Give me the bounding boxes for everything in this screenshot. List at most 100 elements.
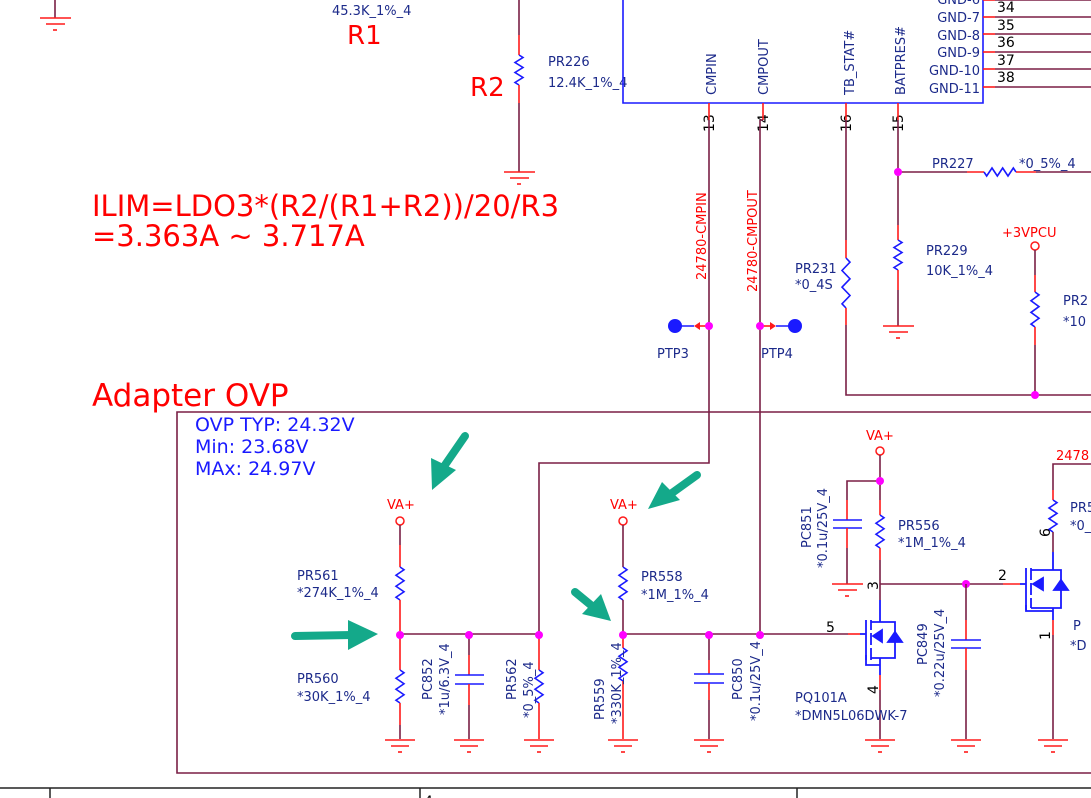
- ovp-max: MAx: 24.97V: [195, 458, 315, 480]
- pr556-ref: PR556: [898, 519, 940, 534]
- pr226-ref: PR226: [548, 55, 590, 70]
- pr559-value: *330K_1%_4: [610, 642, 625, 724]
- pin-label-gnd: GND-10: [929, 64, 980, 79]
- pr5x-resistor: [1047, 499, 1059, 533]
- test-point-ptp4[interactable]: [756, 319, 802, 333]
- pq101a-value: *DMN5L06DWK-7: [795, 709, 908, 724]
- junction: [756, 631, 764, 639]
- pr558-resistor: [617, 566, 629, 601]
- ground-symbol: [951, 739, 981, 753]
- annotation-arrow: [431, 432, 469, 490]
- pq101b-value: *D: [1070, 639, 1087, 654]
- pc849-ref: PC849: [916, 623, 931, 665]
- pr231-ref: PR231: [795, 262, 837, 277]
- pr231-value: *0_4S: [795, 278, 833, 293]
- net-label-2478: 2478: [1056, 449, 1089, 464]
- pr2x-ref: PR2: [1063, 294, 1088, 309]
- ground-symbol: [883, 325, 914, 339]
- pin-label-gnd: GND-7: [937, 11, 980, 26]
- pr229-resistor: [892, 239, 904, 271]
- ground-symbol: [385, 739, 415, 753]
- ground-symbol: [608, 739, 638, 753]
- pin-label-cmpin: CMPIN: [705, 53, 720, 95]
- ptp3-label: PTP3: [657, 347, 689, 362]
- pin-number: 4: [866, 685, 882, 694]
- junction: [535, 631, 543, 639]
- pr562-resistor: [533, 669, 545, 704]
- pin-number: 2: [998, 568, 1007, 584]
- junction: [876, 477, 884, 485]
- pr560-value: *30K_1%_4: [297, 690, 370, 705]
- ovp-typ: OVP TYP: 24.32V: [195, 414, 355, 436]
- net-label-cmpout: 24780-CMPOUT: [746, 190, 761, 292]
- pr560-ref: PR560: [297, 672, 339, 687]
- junction: [894, 168, 902, 176]
- pr561-value: *274K_1%_4: [297, 586, 379, 601]
- pq101a-ref: PQ101A: [795, 691, 847, 706]
- pin-number: 14: [756, 114, 772, 132]
- pr227-resistor: [983, 166, 1017, 178]
- pin-label-gnd: GND-8: [937, 29, 980, 44]
- pr558-value: *1M_1%_4: [641, 588, 709, 603]
- mosfet-pq101b: [1020, 552, 1070, 620]
- pr561-resistor: [394, 566, 406, 601]
- r2-tag: R2: [470, 73, 505, 103]
- power-port-va: [395, 516, 405, 526]
- pc850-ref: PC850: [731, 658, 746, 700]
- ground-symbol: [454, 739, 484, 753]
- net-label-va: VA+: [387, 498, 415, 513]
- pin-number: 13: [702, 114, 718, 132]
- pr226-value: 12.4K_1%_4: [548, 76, 627, 91]
- junction: [1031, 391, 1039, 399]
- pr229-ref: PR229: [926, 244, 968, 259]
- ovp-min: Min: 23.68V: [195, 436, 309, 458]
- pr562-value: *0_5%_4: [522, 661, 537, 718]
- pr559-resistor: [617, 647, 629, 682]
- ground-symbol: [40, 0, 71, 31]
- net-label-va: VA+: [866, 429, 894, 444]
- pr231-resistor: [840, 257, 852, 309]
- test-point-ptp3[interactable]: [668, 319, 713, 333]
- charger-ic: CMPIN CMPOUT TB_STAT# BATPRES# GND-6 GND…: [622, 0, 1091, 132]
- pc852-ref: PC852: [421, 658, 436, 700]
- pr227-value: *0_5%_4: [1019, 157, 1076, 172]
- section-title: Adapter OVP: [92, 378, 289, 414]
- net-label-va: VA+: [610, 498, 638, 513]
- pr2x-resistor: [1029, 291, 1041, 328]
- pr226-resistor: [513, 54, 525, 86]
- pin-number: 35: [997, 18, 1015, 34]
- pin-label-cmpout: CMPOUT: [757, 39, 772, 95]
- junction: [705, 631, 713, 639]
- pr229-value: 10K_1%_4: [926, 264, 993, 279]
- pin-label-gnd: GND-11: [929, 82, 980, 97]
- ground-symbol: [504, 171, 535, 185]
- pq101b-ref: P: [1073, 619, 1081, 634]
- pr562-ref: PR562: [505, 658, 520, 700]
- pr560-resistor: [394, 669, 406, 704]
- ground-symbol: [865, 739, 895, 753]
- pr559-ref: PR559: [593, 678, 608, 720]
- pin-number: 16: [839, 114, 855, 132]
- ilim-result: =3.363A ~ 3.717A: [92, 219, 365, 253]
- ptp4-label: PTP4: [761, 347, 793, 362]
- pr5x-ref: PR5: [1070, 501, 1091, 516]
- pr227-ref: PR227: [932, 157, 974, 172]
- pc850-value: *0.1u/25V_4: [749, 641, 764, 721]
- junction: [396, 631, 404, 639]
- pin-label-tb-stat: TB_STAT#: [843, 30, 858, 96]
- pr556-resistor: [874, 514, 886, 549]
- pin-label-gnd: GND-9: [937, 46, 980, 61]
- pc851-value: *0.1u/25V_4: [816, 488, 831, 568]
- pin-number: 34: [997, 0, 1015, 16]
- junction: [619, 631, 627, 639]
- r1-value: 45.3K_1%_4: [332, 4, 411, 19]
- pin-label-gnd: GND-6: [937, 0, 980, 8]
- ground-symbol: [694, 739, 724, 753]
- pin-label-batpres: BATPRES#: [894, 26, 909, 95]
- pin-number: 38: [997, 70, 1015, 86]
- junction: [465, 631, 473, 639]
- annotation-arrow: [291, 620, 378, 650]
- power-port-va: [618, 516, 628, 526]
- pin-number: 36: [997, 35, 1015, 51]
